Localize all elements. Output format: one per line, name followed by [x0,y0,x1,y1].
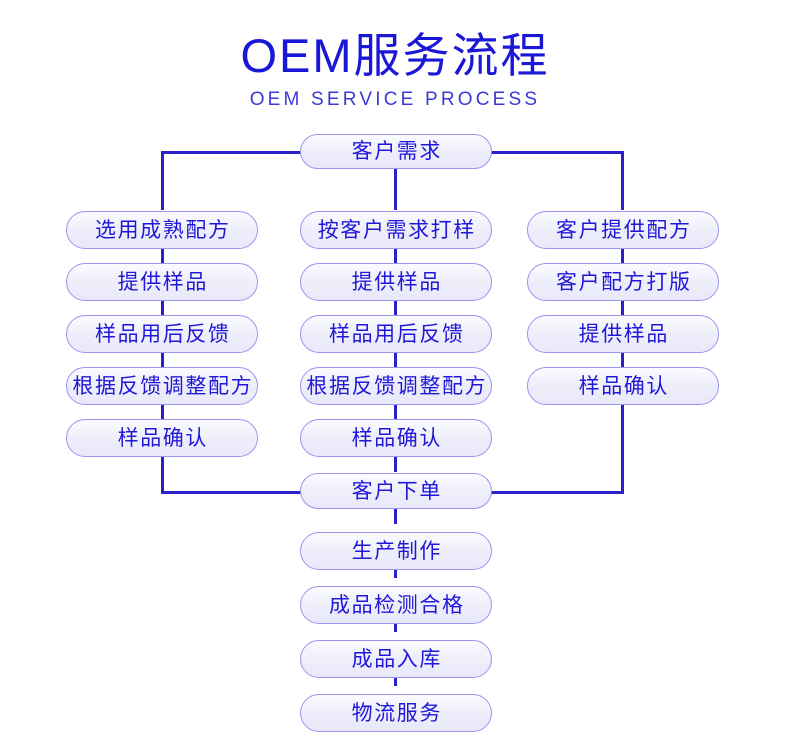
node-right-customer-formula-proofing[interactable]: 客户配方打版 [527,263,719,301]
node-middle-adjust-formula[interactable]: 根据反馈调整配方 [300,367,492,405]
connector-middle-2-3 [394,301,397,316]
node-left-select-mature-formula[interactable]: 选用成熟配方 [66,211,258,249]
node-left-sample-feedback[interactable]: 样品用后反馈 [66,315,258,353]
node-right-provide-sample[interactable]: 提供样品 [527,315,719,353]
connector-right-branch-vertical [621,151,624,210]
node-left-sample-confirm[interactable]: 样品确认 [66,419,258,457]
node-left-adjust-formula[interactable]: 根据反馈调整配方 [66,367,258,405]
node-quality-inspection-pass[interactable]: 成品检测合格 [300,586,492,624]
node-production[interactable]: 生产制作 [300,532,492,570]
node-middle-sample-per-requirement[interactable]: 按客户需求打样 [300,211,492,249]
node-finished-goods-warehousing[interactable]: 成品入库 [300,640,492,678]
title-block: OEM服务流程 OEM SERVICE PROCESS [0,28,790,112]
connector-right-1-2 [621,249,624,264]
connector-start-to-right-horizontal [490,151,624,154]
connector-left-branch-vertical [161,151,164,210]
connector-t3-t4 [394,671,397,686]
node-logistics-service[interactable]: 物流服务 [300,694,492,732]
connector-right-2-3 [621,301,624,316]
connector-right-to-order-horizontal [489,491,624,494]
connector-middle-4-5 [394,405,397,420]
connector-t2-t3 [394,617,397,632]
connector-right-4-down [621,405,624,493]
connector-start-to-left-horizontal [161,151,302,154]
connector-left-3-4 [161,353,164,368]
connector-left-4-5 [161,405,164,420]
connector-middle-1-2 [394,249,397,264]
node-left-provide-sample[interactable]: 提供样品 [66,263,258,301]
connector-start-to-middle-vertical [394,168,397,210]
connector-middle-3-4 [394,353,397,368]
connector-right-3-4 [621,353,624,368]
connector-order-t1 [394,509,397,524]
connector-left-2-3 [161,301,164,316]
node-middle-sample-feedback[interactable]: 样品用后反馈 [300,315,492,353]
connector-t1-t2 [394,563,397,578]
node-customer-order[interactable]: 客户下单 [300,473,492,509]
connector-middle-5-order [394,457,397,472]
connector-left-to-order-horizontal [161,491,302,494]
page-title: OEM服务流程 [240,29,550,82]
connector-left-5-down [161,457,164,493]
node-customer-requirement[interactable]: 客户需求 [300,134,492,169]
node-right-customer-provides-formula[interactable]: 客户提供配方 [527,211,719,249]
node-right-sample-confirm[interactable]: 样品确认 [527,367,719,405]
node-middle-sample-confirm[interactable]: 样品确认 [300,419,492,457]
page-subtitle: OEM SERVICE PROCESS [249,89,541,110]
connector-left-1-2 [161,249,164,264]
node-middle-provide-sample[interactable]: 提供样品 [300,263,492,301]
